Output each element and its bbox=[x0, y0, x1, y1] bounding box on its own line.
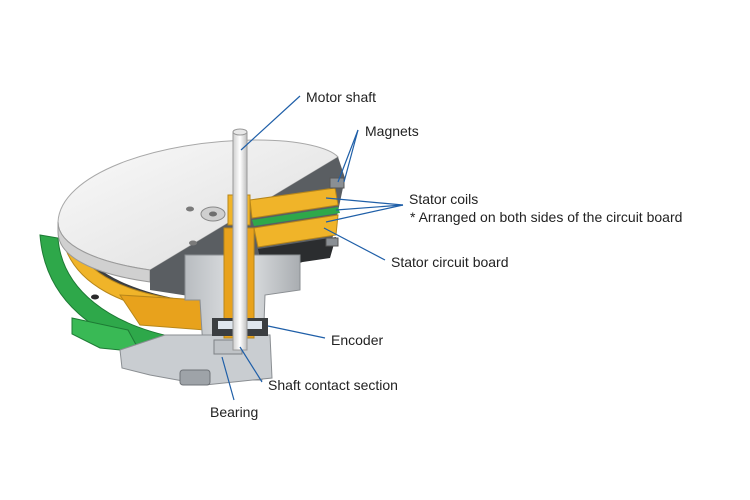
stator-coil-right-lower bbox=[253, 214, 339, 248]
leader-motor-shaft bbox=[240, 95, 301, 151]
leader-magnets-b bbox=[343, 129, 359, 183]
screw-hole bbox=[91, 294, 99, 300]
leader-stator-coils-c bbox=[325, 204, 404, 223]
label-motor-shaft: Motor shaft bbox=[306, 89, 376, 105]
washer-hole bbox=[209, 211, 217, 217]
label-magnets: Magnets bbox=[365, 123, 419, 139]
leader-stator-coils-b bbox=[335, 204, 404, 211]
label-stator-circuit-board: Stator circuit board bbox=[391, 254, 509, 270]
bottom-cap bbox=[179, 369, 211, 386]
leader-bearing bbox=[221, 356, 235, 401]
label-stator-coils-note: * Arranged on both sides of the circuit … bbox=[410, 209, 682, 225]
label-bearing: Bearing bbox=[210, 404, 258, 420]
label-encoder: Encoder bbox=[331, 332, 383, 348]
stator-circuit-board-right bbox=[252, 207, 340, 226]
leader-stator-circuit-board bbox=[323, 227, 386, 261]
stator-coil-right-upper bbox=[249, 187, 339, 219]
magnet-lower bbox=[325, 237, 339, 247]
leader-lines bbox=[221, 95, 404, 401]
magnet-upper bbox=[329, 177, 345, 189]
rotor-disc-edge bbox=[57, 221, 151, 283]
leader-stator-coils-a bbox=[325, 197, 404, 206]
motor-illustration bbox=[39, 128, 345, 386]
motor-shaft bbox=[232, 131, 248, 351]
motor-shaft-tip bbox=[232, 128, 248, 136]
labels: Motor shaft Magnets Stator coils * Arran… bbox=[210, 89, 682, 420]
screw-hole bbox=[186, 206, 194, 212]
leader-magnets-a bbox=[337, 129, 359, 183]
leader-encoder bbox=[267, 325, 326, 339]
leader-shaft-contact bbox=[239, 346, 263, 383]
screw-hole bbox=[189, 240, 197, 246]
label-shaft-contact-section: Shaft contact section bbox=[268, 377, 398, 393]
label-stator-coils: Stator coils bbox=[409, 191, 478, 207]
